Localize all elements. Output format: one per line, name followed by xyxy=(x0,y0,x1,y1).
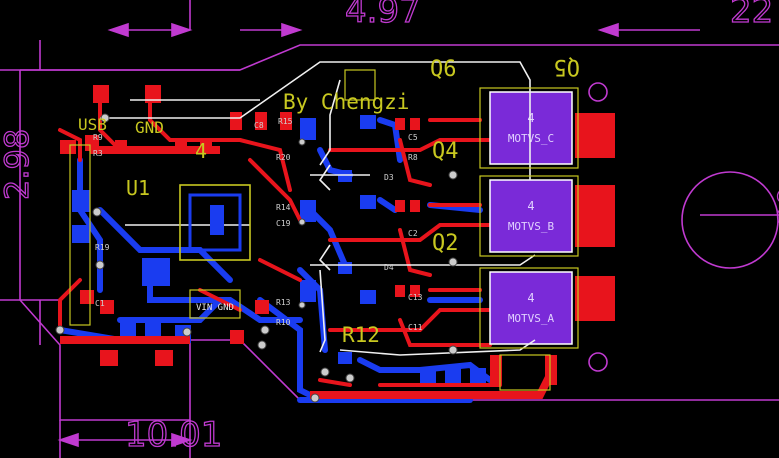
vias xyxy=(55,113,458,403)
mosfet-q4[interactable]: 4 MOTVS_B xyxy=(489,179,573,253)
svg-text:MOTVS_B: MOTVS_B xyxy=(508,220,555,233)
silk-author: By Chengzi xyxy=(283,90,409,114)
mosfet-q6[interactable]: 4 MOTVS_C xyxy=(489,91,573,165)
svg-text:R8: R8 xyxy=(408,153,418,162)
mounting-hole-small-top xyxy=(588,82,608,102)
svg-text:C11: C11 xyxy=(408,323,423,332)
svg-text:D4: D4 xyxy=(384,263,394,272)
silk-q6: Q6 xyxy=(430,57,457,82)
mosfet-footprints: 4 MOTVS_C 4 MOTVS_B 4 MOTVS_A xyxy=(489,91,573,345)
ref-designators: C8 R15 R20 R14 C19 R13 R10 R9 R3 C5 C2 D… xyxy=(93,117,423,332)
dim-top-right: 22 xyxy=(730,0,773,31)
dim-bottom-width: 10.01 xyxy=(125,415,222,455)
dim-hole-label: 30 xyxy=(773,187,779,225)
bottom-copper-traces xyxy=(57,117,493,403)
svg-text:D3: D3 xyxy=(384,173,394,182)
svg-text:C1: C1 xyxy=(95,299,105,308)
mounting-hole-small-bottom xyxy=(588,352,608,372)
top-copper-pads xyxy=(60,85,615,385)
svg-text:MOTVS_C: MOTVS_C xyxy=(508,132,554,145)
svg-text:C2: C2 xyxy=(408,229,418,238)
svg-text:R20: R20 xyxy=(276,153,291,162)
silk-q5: Q5 xyxy=(554,54,581,79)
silk-u1: U1 xyxy=(126,176,150,200)
svg-text:4: 4 xyxy=(527,291,534,305)
mounting-hole xyxy=(681,171,779,269)
svg-text:R3: R3 xyxy=(93,149,103,158)
svg-text:C8: C8 xyxy=(254,121,264,130)
svg-text:R19: R19 xyxy=(95,243,110,252)
silk-q4: Q4 xyxy=(432,139,459,164)
svg-text:C5: C5 xyxy=(408,133,418,142)
silk-u4: 4 xyxy=(195,139,207,163)
svg-text:C13: C13 xyxy=(408,293,423,302)
svg-text:4: 4 xyxy=(527,199,534,213)
svg-text:4: 4 xyxy=(527,111,534,125)
dim-left-height: 2.98 xyxy=(0,129,36,200)
svg-text:R15: R15 xyxy=(278,117,293,126)
svg-text:R13: R13 xyxy=(276,298,291,307)
silk-vin-gnd: VIN GND xyxy=(196,303,234,313)
svg-text:R9: R9 xyxy=(93,133,103,142)
ic-u1-footprint[interactable] xyxy=(179,184,251,261)
silk-usb: USB xyxy=(78,115,107,134)
silkscreen-outlines xyxy=(69,69,579,391)
white-routing xyxy=(100,61,536,356)
silk-r12: R12 xyxy=(342,323,380,347)
svg-text:MOTVS_A: MOTVS_A xyxy=(508,312,555,325)
svg-text:C19: C19 xyxy=(276,219,291,228)
svg-text:R14: R14 xyxy=(276,203,291,212)
silk-gnd: GND xyxy=(135,118,164,137)
silk-q2: Q2 xyxy=(432,231,459,256)
mosfet-q2[interactable]: 4 MOTVS_A xyxy=(489,271,573,345)
dim-top-width: 4.97 xyxy=(345,0,421,31)
svg-text:R10: R10 xyxy=(276,318,291,327)
